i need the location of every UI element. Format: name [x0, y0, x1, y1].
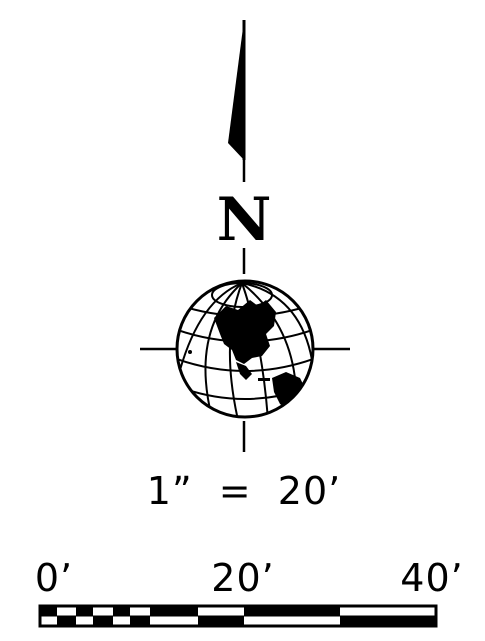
compass-crosshair: [140, 347, 350, 452]
scale-bar: [38, 604, 438, 628]
globe-icon: [175, 279, 315, 419]
scale-label-0: 0’: [35, 556, 73, 600]
scale-label-40: 40’: [400, 556, 463, 600]
scale-ratio-text: 1” = 20’: [147, 469, 341, 513]
north-arrow-icon: [228, 20, 246, 182]
north-letter: N: [217, 185, 272, 255]
scale-label-20: 20’: [211, 556, 274, 600]
